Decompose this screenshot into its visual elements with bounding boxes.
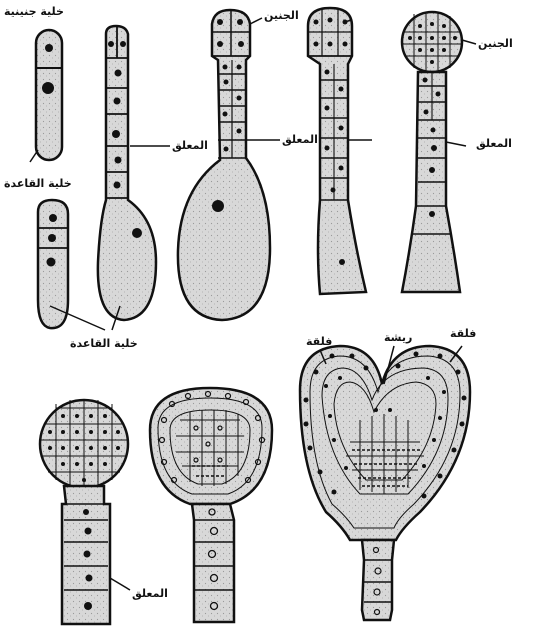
label-cotyledon-left: فلقة bbox=[306, 336, 332, 347]
label-suspensor-3: المعلق bbox=[476, 138, 512, 149]
stage-late-globular bbox=[150, 388, 272, 622]
label-basal-cell-top: خلية القاعدة bbox=[4, 178, 72, 189]
stage-globular bbox=[40, 400, 130, 624]
label-basal-cell-bottom: خلية القاعدة bbox=[70, 338, 138, 349]
label-plumule: ريشة bbox=[384, 332, 412, 343]
label-embryonic-cell: خلية جنينية bbox=[4, 6, 64, 17]
label-cotyledon-right: فلقة bbox=[450, 328, 476, 339]
stage-suspensor-bulb bbox=[98, 26, 170, 330]
stage-two-cell bbox=[30, 30, 62, 162]
stage-tapered bbox=[308, 8, 372, 294]
label-embryo-2: الجنين bbox=[478, 38, 513, 49]
stage-globular-small bbox=[402, 12, 476, 292]
label-suspensor-4: المعلق bbox=[132, 588, 168, 599]
label-suspensor-1: المعلق bbox=[172, 140, 208, 151]
label-embryo-1: الجنين bbox=[264, 10, 299, 21]
stage-basal bbox=[38, 200, 105, 330]
nucleus bbox=[45, 44, 53, 52]
stage-heart bbox=[300, 346, 470, 620]
nucleus bbox=[42, 82, 54, 94]
label-suspensor-2: المعلق bbox=[282, 134, 318, 145]
stage-large-bulb bbox=[178, 10, 280, 320]
